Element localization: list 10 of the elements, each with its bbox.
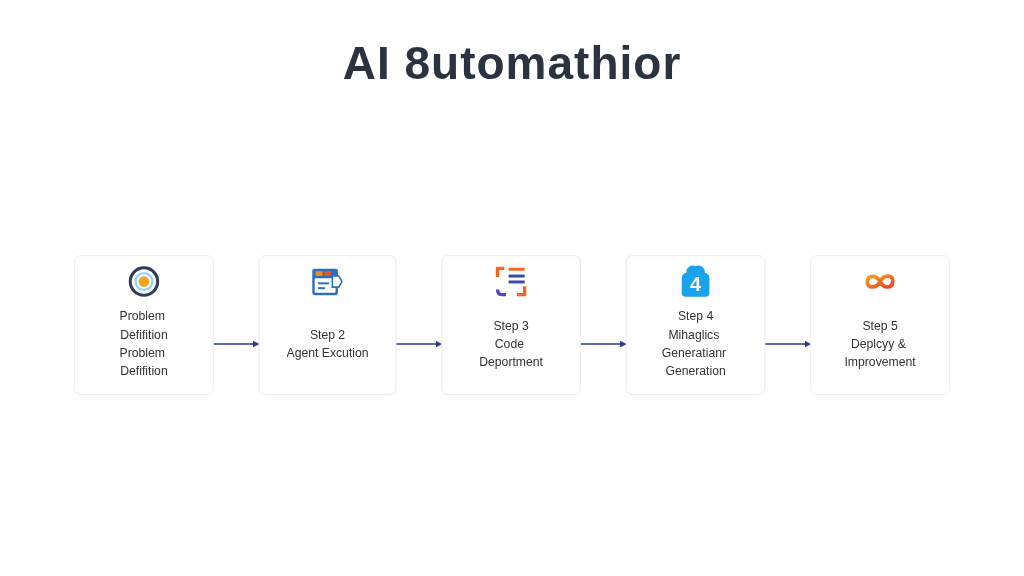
node-box: Step 2 Agent Excution (258, 255, 397, 395)
arrow (579, 340, 627, 348)
node-box: Step 5 Deplcyy & Improvement (810, 255, 950, 395)
arrow (212, 340, 260, 348)
diagram-title: AI 8utomathior (342, 37, 682, 89)
arrow (764, 340, 811, 348)
arrow (395, 340, 443, 348)
step-number: 4 (690, 272, 702, 295)
node-box: Step 3 Code Deportment (441, 255, 581, 395)
node-box: Problem Defifition Problem Defifition (74, 255, 214, 395)
